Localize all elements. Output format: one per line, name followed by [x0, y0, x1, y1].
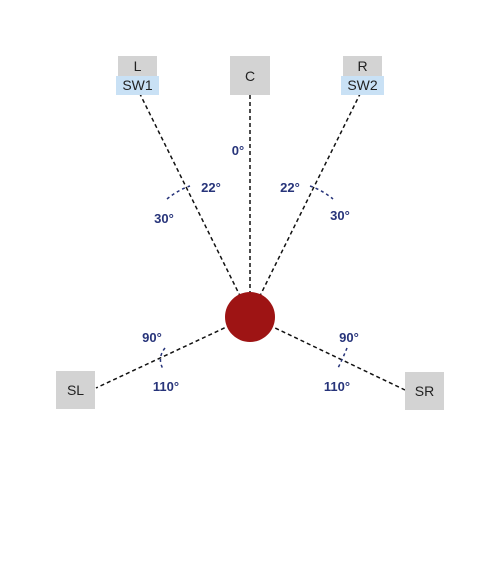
- line-to-left: [139, 93, 251, 317]
- listener-position: [225, 292, 275, 342]
- subwoofer-right-label: SW2: [347, 77, 378, 93]
- speaker-surround-left-box: [56, 371, 95, 409]
- speaker-right-box: [343, 56, 382, 76]
- arc-surround-right: [337, 347, 348, 369]
- angle-arcs: [159, 185, 348, 370]
- subwoofer-left-label: SW1: [122, 77, 153, 93]
- speaker-surround-left: SL: [56, 371, 95, 409]
- speaker-left: L SW1: [116, 56, 159, 95]
- speaker-right-label: R: [357, 58, 367, 74]
- angle-front-right-inner: 22°: [280, 180, 300, 195]
- speaker-lines: [95, 93, 406, 391]
- speaker-surround-right-label: SR: [415, 383, 434, 399]
- angle-front-right-outer: 30°: [330, 208, 350, 223]
- subwoofer-right-box: [341, 76, 384, 95]
- speaker-left-box: [118, 56, 157, 76]
- line-to-right: [249, 93, 361, 317]
- speaker-center-box: [230, 56, 270, 95]
- subwoofer-left-box: [116, 76, 159, 95]
- speaker-center-label: C: [245, 68, 255, 84]
- angle-center: 0°: [232, 143, 244, 158]
- angle-labels: 0° 22° 30° 22° 30° 90° 110° 90° 110°: [142, 143, 359, 394]
- arc-front-right: [309, 185, 334, 200]
- line-to-surround-left: [95, 315, 251, 389]
- speaker-center: C: [230, 56, 270, 95]
- angle-surround-right-outer: 110°: [324, 379, 350, 394]
- speaker-surround-right-box: [405, 372, 444, 410]
- speaker-surround-left-label: SL: [67, 382, 84, 398]
- angle-surround-left-inner: 90°: [142, 330, 162, 345]
- angle-surround-right-inner: 90°: [339, 330, 359, 345]
- arc-surround-left: [159, 347, 166, 370]
- speaker-left-label: L: [134, 58, 142, 74]
- angle-surround-left-outer: 110°: [153, 379, 179, 394]
- line-to-surround-right: [249, 315, 406, 391]
- angle-front-left-outer: 30°: [154, 211, 174, 226]
- arc-front-left: [166, 185, 191, 200]
- speaker-surround-right: SR: [405, 372, 444, 410]
- angle-front-left-inner: 22°: [201, 180, 221, 195]
- speaker-right: R SW2: [341, 56, 384, 95]
